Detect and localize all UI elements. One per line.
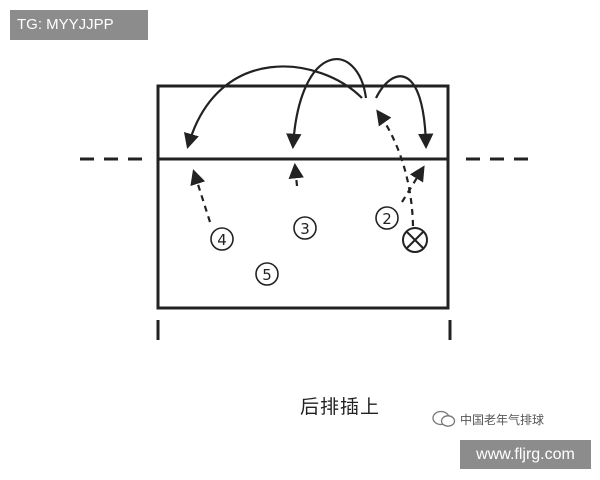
wechat-icon <box>432 410 456 427</box>
watermark-top: TG: MYYJJPP <box>10 10 148 40</box>
move-arrow-2 <box>401 165 425 203</box>
move-arrow-setter <box>376 109 415 227</box>
move-arrow-3 <box>288 162 304 187</box>
account-mark: 中国老年气排球 <box>432 410 544 428</box>
pass-arc-to-2 <box>375 75 434 150</box>
move-arrow-4 <box>190 169 212 223</box>
player-4-label: 4 <box>217 231 227 249</box>
player-2: 2 <box>375 206 399 230</box>
pass-arc-to-4 <box>184 65 363 149</box>
account-mark-text: 中国老年气排球 <box>460 412 545 427</box>
player-2-label: 2 <box>382 210 392 228</box>
player-5-label: 5 <box>262 266 272 284</box>
diagram-caption: 后排插上 <box>300 396 381 418</box>
watermark-bottom: www.fljrg.com <box>460 440 591 469</box>
pass-arc-to-3 <box>286 58 368 150</box>
court-boundary <box>156 84 450 310</box>
player-5: 5 <box>255 262 279 286</box>
player-3-label: 3 <box>300 220 310 238</box>
setter-crossed-circle-icon <box>402 227 428 253</box>
player-4: 4 <box>210 227 234 251</box>
player-3: 3 <box>293 216 317 240</box>
